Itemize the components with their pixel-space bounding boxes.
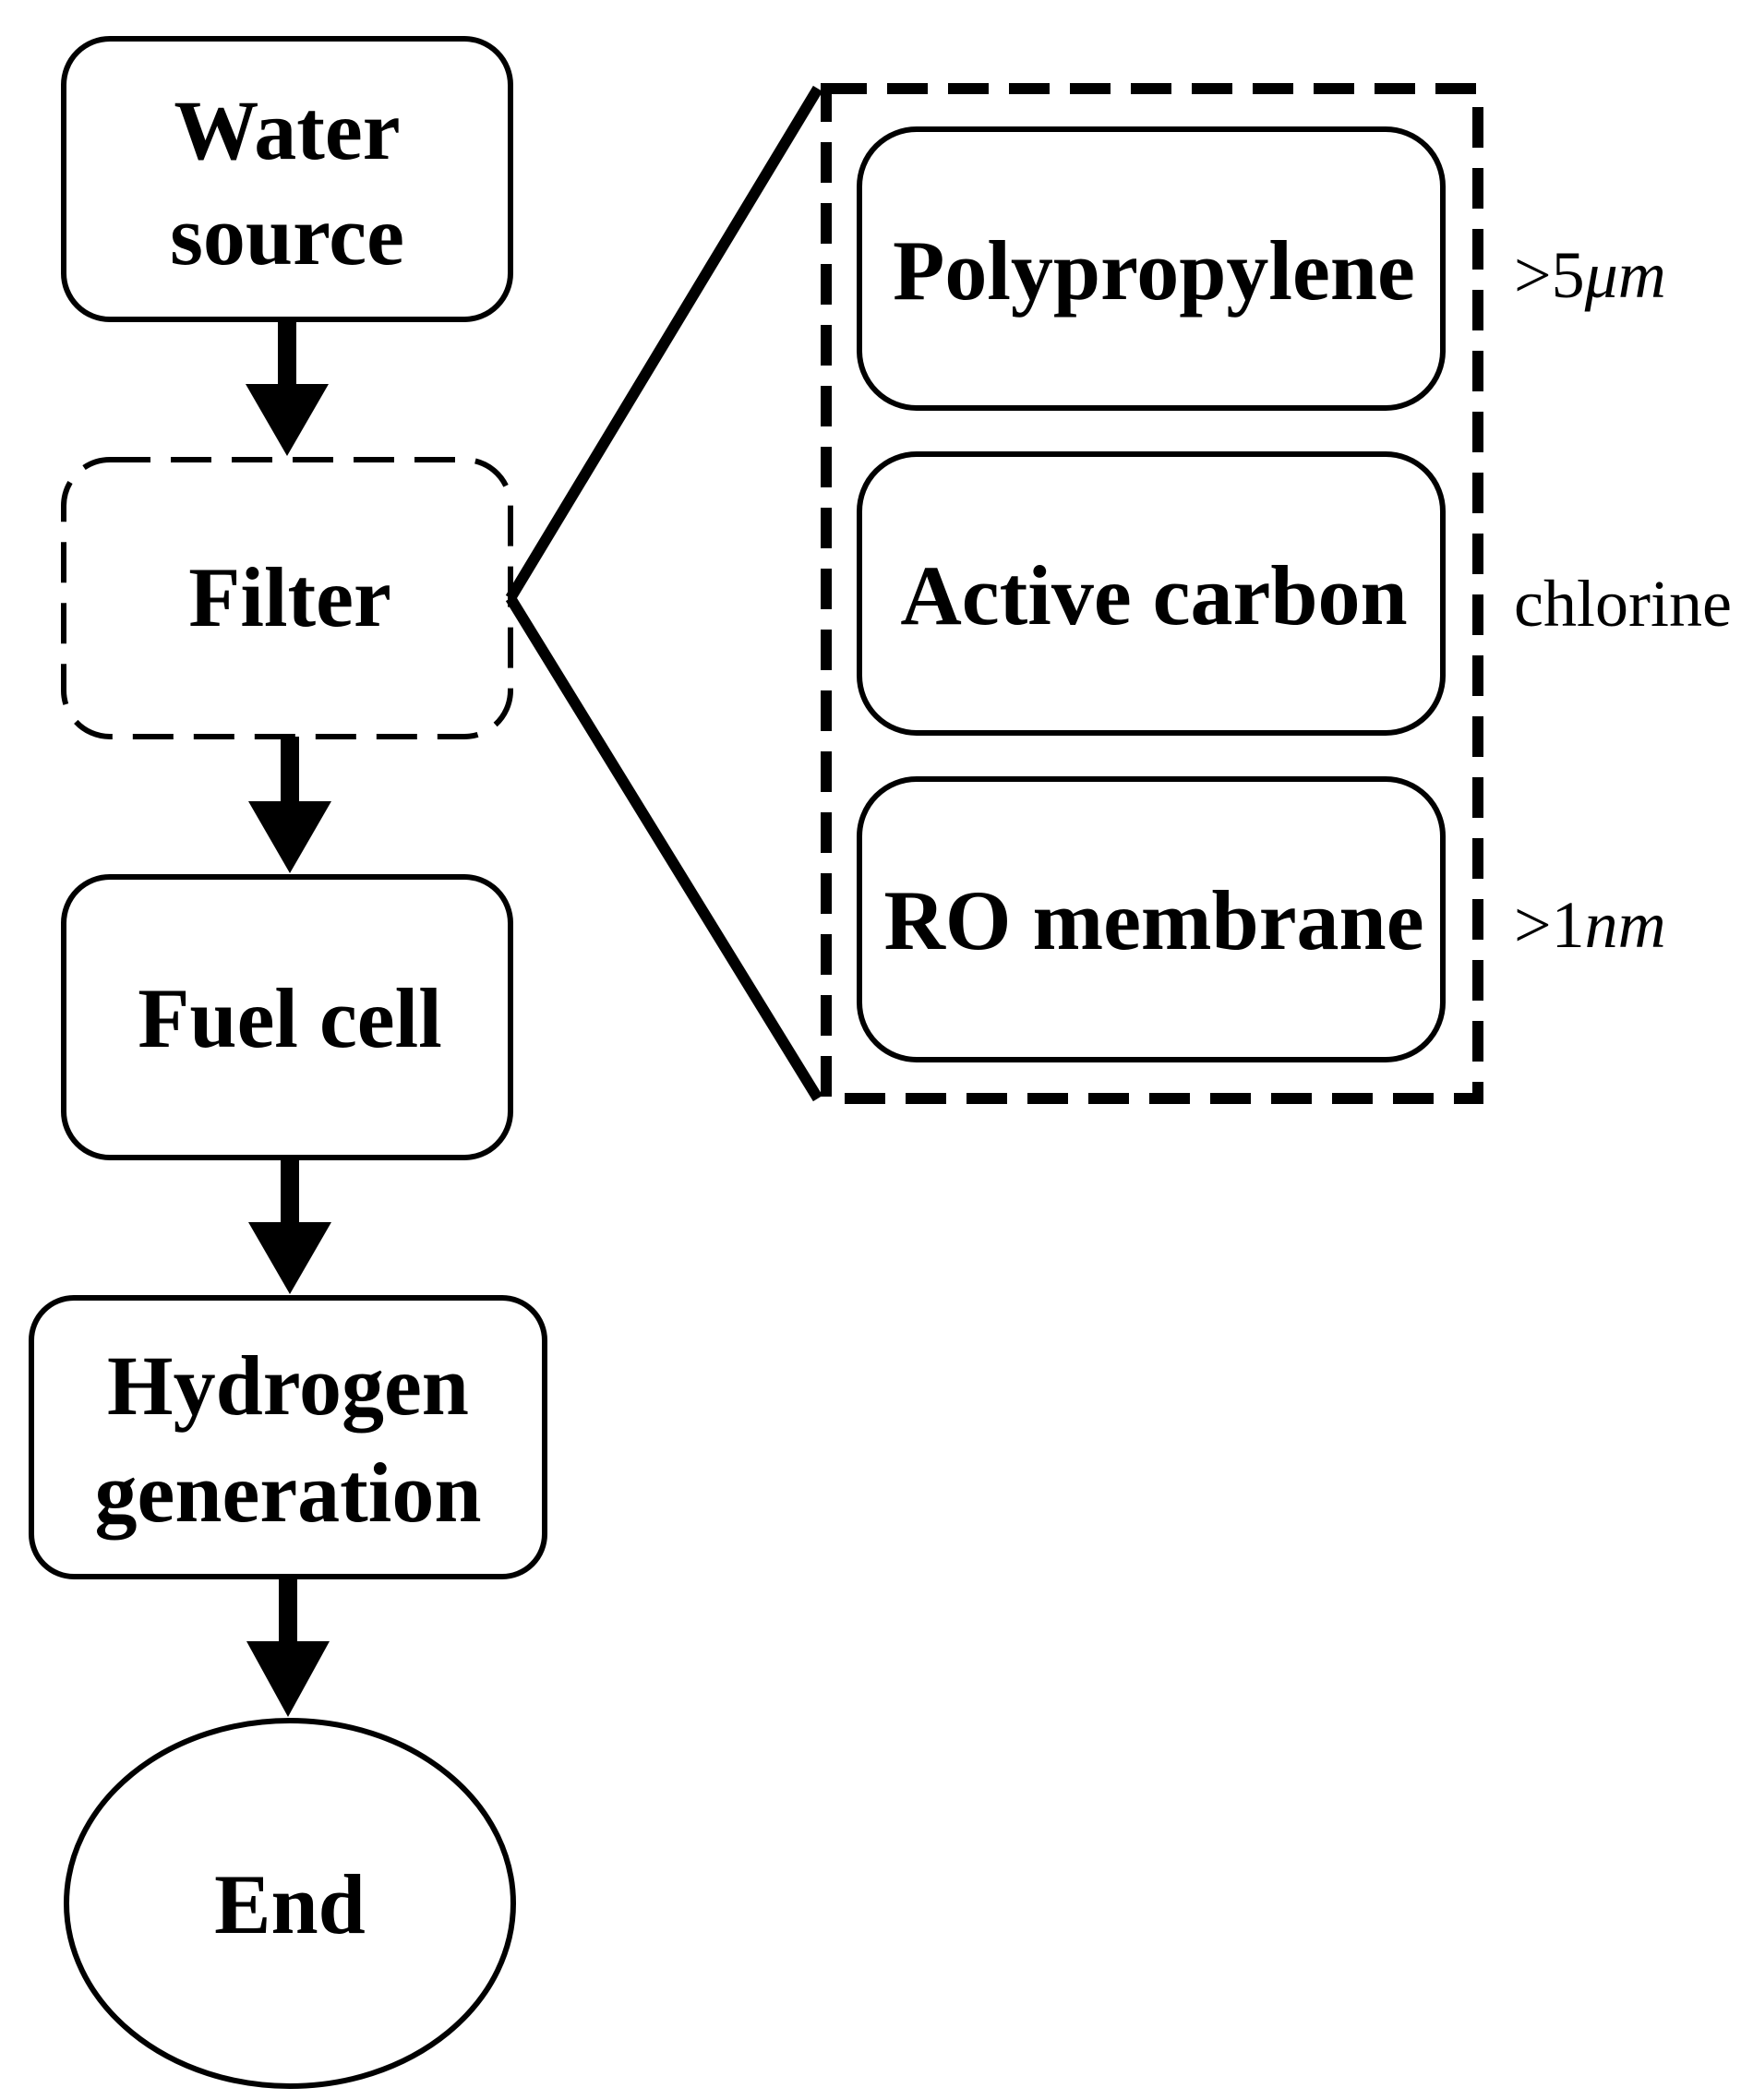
stage-active-carbon-box bbox=[857, 451, 1446, 736]
stage-active-carbon-note-prefix: chlorine bbox=[1514, 567, 1732, 641]
stage-ro-membrane-note: >1nm bbox=[1514, 888, 1666, 962]
fuel-cell-label: Fuel cell bbox=[138, 971, 442, 1065]
end-label: End bbox=[214, 1857, 366, 1951]
filter-stage-polypropylene: Polypropylene bbox=[857, 126, 1446, 411]
filter-stage-active-carbon: Active carbon bbox=[857, 451, 1446, 736]
stage-polypropylene-label: Polypropylene bbox=[893, 223, 1415, 318]
arrow-filter-to-fuel-cell-head bbox=[248, 801, 331, 873]
stage-ro-membrane-note-prefix: >1 bbox=[1514, 888, 1585, 962]
stage-active-carbon-note: chlorine bbox=[1514, 567, 1732, 641]
zoom-connector-lower bbox=[505, 594, 823, 1102]
arrow-water-to-filter bbox=[246, 319, 329, 456]
hydrogen-generation-label-line1: Hydrogen bbox=[107, 1338, 469, 1433]
arrow-hydrogen-to-end-head bbox=[246, 1641, 330, 1717]
hydrogen-generation-node: Hydrogen generation bbox=[29, 1295, 547, 1579]
arrow-filter-to-fuel-cell bbox=[248, 737, 331, 873]
filter-label: Filter bbox=[188, 550, 391, 644]
fuel-cell-node: Fuel cell bbox=[61, 874, 513, 1160]
water-source-label-line2: source bbox=[170, 188, 404, 282]
stage-ro-membrane-box bbox=[857, 776, 1446, 1062]
filter-stage-ro-membrane: RO membrane bbox=[857, 776, 1446, 1062]
stage-polypropylene-box bbox=[857, 126, 1446, 411]
zoom-connector bbox=[505, 85, 823, 1102]
arrow-fuel-cell-to-hydrogen bbox=[248, 1158, 331, 1294]
water-source-label-line1: Water bbox=[174, 83, 400, 177]
filter-detail-panel bbox=[821, 83, 1483, 1104]
stage-polypropylene-note-prefix: >5 bbox=[1514, 238, 1585, 312]
stage-ro-membrane-label: RO membrane bbox=[883, 873, 1423, 967]
hydrogen-generation-label-line2: generation bbox=[94, 1446, 481, 1540]
arrow-water-to-filter-head bbox=[246, 384, 329, 456]
stage-polypropylene-note: >5μm bbox=[1514, 238, 1666, 312]
water-source-node: Water source bbox=[61, 36, 513, 322]
filter-node: Filter bbox=[61, 457, 513, 739]
arrow-hydrogen-to-end bbox=[246, 1577, 330, 1717]
end-ellipse bbox=[64, 1718, 516, 2089]
stage-polypropylene-note-unit: μm bbox=[1584, 238, 1666, 312]
stage-ro-membrane-note-unit: nm bbox=[1585, 888, 1666, 962]
arrow-fuel-cell-to-hydrogen-head bbox=[248, 1222, 331, 1294]
end-node: End bbox=[64, 1718, 516, 2089]
stage-active-carbon-label: Active carbon bbox=[900, 548, 1407, 642]
zoom-connector-upper bbox=[505, 85, 823, 602]
